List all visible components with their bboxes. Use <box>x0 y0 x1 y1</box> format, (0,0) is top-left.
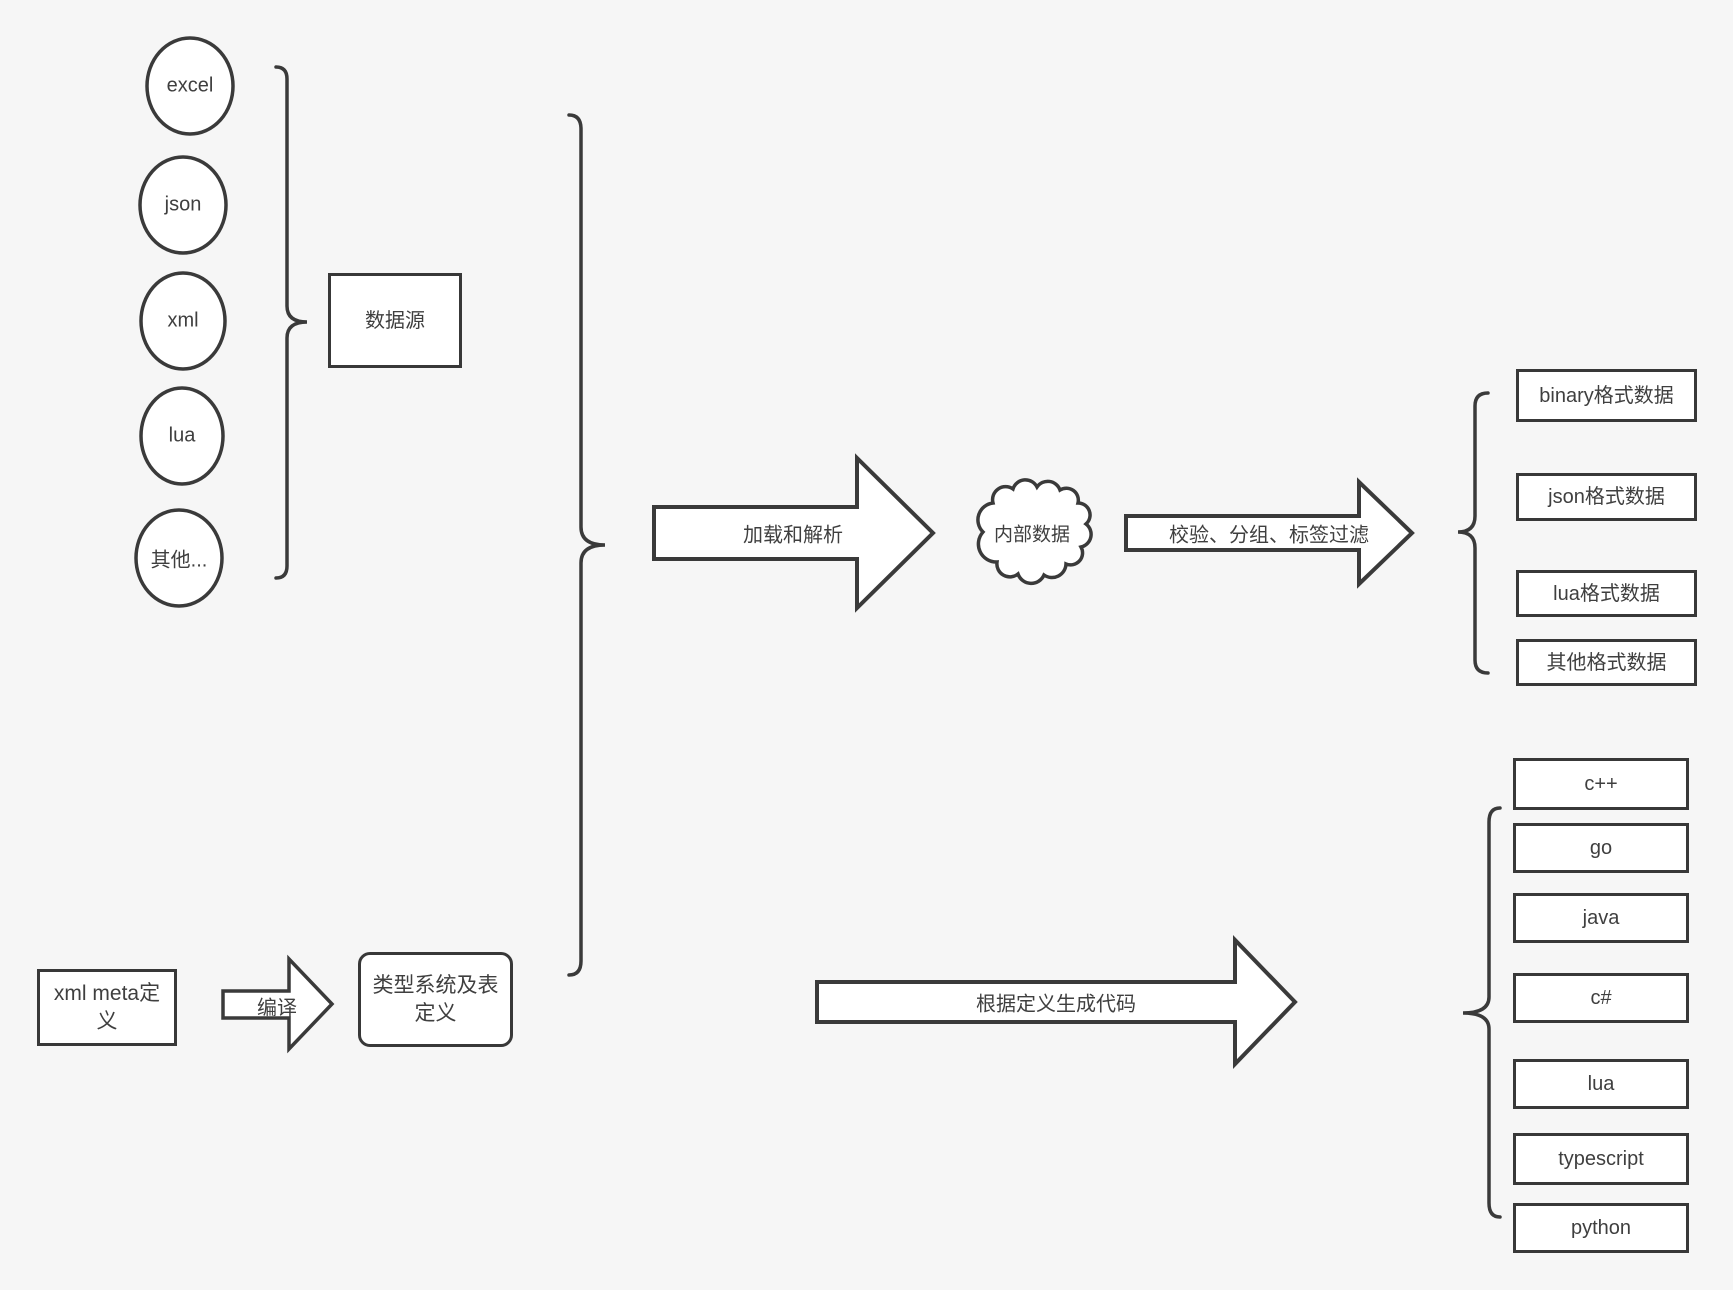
compile-arrow <box>221 954 335 1054</box>
source-node-json-ellipse <box>138 155 228 255</box>
source-label-xml: xml <box>167 309 199 332</box>
format-box-lua: lua格式数据 <box>1516 570 1697 617</box>
format-box-binary: binary格式数据 <box>1516 369 1697 422</box>
codegen-arrow <box>815 935 1298 1069</box>
xml-meta-box: xml meta定义 <box>37 969 177 1046</box>
format-box-other-label: 其他格式数据 <box>1546 651 1667 674</box>
source-node-excel-ellipse <box>145 36 235 136</box>
language-box-go-label: go <box>1589 837 1613 859</box>
source-label-other: 其他... <box>150 549 208 572</box>
formats-brace <box>1457 391 1490 675</box>
data-source-box-label: 数据源 <box>365 309 425 332</box>
filter-arrow <box>1124 477 1415 589</box>
language-box-java-label: java <box>1582 907 1620 929</box>
format-box-lua-label: lua格式数据 <box>1553 582 1660 605</box>
data-source-box: 数据源 <box>328 273 462 368</box>
load-parse-arrow <box>652 453 936 613</box>
language-box-python-label: python <box>1570 1217 1632 1239</box>
format-box-json: json格式数据 <box>1516 473 1697 521</box>
format-box-other: 其他格式数据 <box>1516 639 1697 686</box>
type-system-box: 类型系统及表定义 <box>358 952 513 1047</box>
source-label-excel: excel <box>166 74 214 97</box>
source-node-lua-ellipse <box>139 386 225 486</box>
source-label-json: json <box>164 193 202 216</box>
sources-brace <box>274 65 308 580</box>
language-box-cpp-label: c++ <box>1584 773 1618 795</box>
compile-arrow-label: 编译 <box>257 997 297 1020</box>
source-label-lua: lua <box>168 424 196 447</box>
language-box-cpp: c++ <box>1513 758 1689 810</box>
load-parse-arrow-label: 加载和解析 <box>743 524 843 547</box>
language-box-lua-label: lua <box>1587 1073 1615 1095</box>
type-system-box-label: 类型系统及表定义 <box>372 974 499 1025</box>
language-box-python: python <box>1513 1203 1689 1253</box>
languages-brace <box>1462 806 1502 1219</box>
language-box-lua: lua <box>1513 1059 1689 1109</box>
source-node-xml-ellipse <box>139 271 227 371</box>
pipeline-brace <box>567 113 606 977</box>
format-box-json-label: json格式数据 <box>1548 486 1665 508</box>
internal-data-cloud-label: 内部数据 <box>993 524 1071 546</box>
language-box-typescript-label: typescript <box>1558 1148 1644 1170</box>
codegen-arrow-label: 根据定义生成代码 <box>976 993 1136 1016</box>
language-box-java: java <box>1513 893 1689 943</box>
language-box-csharp: c# <box>1513 973 1689 1023</box>
format-box-binary-label: binary格式数据 <box>1539 384 1674 407</box>
language-box-typescript: typescript <box>1513 1133 1689 1185</box>
filter-arrow-label: 校验、分组、标签过滤 <box>1169 524 1369 547</box>
source-node-other-ellipse <box>134 508 224 608</box>
language-box-go: go <box>1513 823 1689 873</box>
xml-meta-box-label: xml meta定义 <box>53 982 161 1033</box>
internal-data-cloud <box>976 478 1093 586</box>
language-box-csharp-label: c# <box>1590 987 1612 1009</box>
